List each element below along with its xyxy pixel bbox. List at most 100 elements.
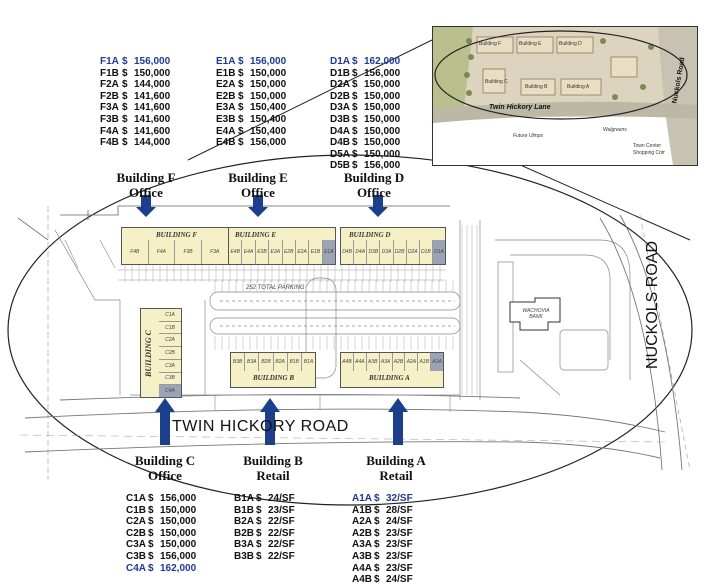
unit-cell-b2a: B2A <box>272 353 287 371</box>
unit-price: 150,400 <box>250 125 287 137</box>
currency-sign: $ <box>238 113 244 125</box>
unit-id: B2A <box>234 516 255 528</box>
unit-id: D2A <box>330 79 351 91</box>
bank-label: WACHOVIA BANK <box>522 308 550 320</box>
unit-cell-b2b: B2B <box>258 353 272 371</box>
unit-cell-a4a: A4A <box>352 353 366 371</box>
price-row-c1a: C1A$156,000 <box>126 493 200 505</box>
price-row-e3a: E3A$150,400 <box>216 102 290 114</box>
inset-future-ulmps: Future Ulmps <box>513 133 544 139</box>
unit-price: 156,000 <box>364 160 401 172</box>
currency-sign: $ <box>352 160 358 172</box>
unit-id: D5A <box>330 148 351 160</box>
price-row-e2a: E2A$150,000 <box>216 79 290 91</box>
unit-id: A4B <box>352 574 373 586</box>
currency-sign: $ <box>148 516 154 528</box>
unit-price: 162,000 <box>160 562 197 574</box>
currency-sign: $ <box>256 527 262 539</box>
price-row-d4a: D4A$150,000 <box>330 126 404 138</box>
currency-sign: $ <box>352 148 358 160</box>
price-row-d3a: D3A$150,000 <box>330 102 404 114</box>
price-row-c2a: C2A$150,000 <box>126 516 200 528</box>
inset-twin-hickory-lane: Twin Hickory Lane <box>489 104 551 111</box>
price-row-b2a: B2A$22/SF <box>234 516 308 528</box>
unit-price: 150,000 <box>364 90 401 102</box>
price-row-f2a: F2A$144,000 <box>100 79 174 91</box>
unit-id: C1B <box>126 504 147 516</box>
currency-sign: $ <box>352 67 358 79</box>
unit-cell-e3a: E3A <box>268 240 281 264</box>
unit-cell-f3a: F3A <box>200 240 228 264</box>
unit-id: E2A <box>216 79 236 91</box>
inset-label-building-d: Building D <box>559 41 582 47</box>
price-row-f3a: F3A$141,600 <box>100 102 174 114</box>
unit-price: 150,400 <box>250 102 287 114</box>
price-row-c4a: C4A$162,000 <box>126 563 200 575</box>
unit-id: E2B <box>216 90 236 102</box>
building-d-name: BUILDING D <box>349 231 391 239</box>
unit-price: 141,600 <box>134 113 171 125</box>
unit-id: B2B <box>234 527 255 539</box>
currency-sign: $ <box>374 539 380 551</box>
unit-id: B3B <box>234 550 255 562</box>
unit-id: C3B <box>126 550 147 562</box>
price-row-b3a: B3A$22/SF <box>234 539 308 551</box>
inset-label-building-a: Building A <box>567 84 590 90</box>
unit-id: C2A <box>126 516 147 528</box>
unit-id: D3A <box>330 102 351 114</box>
unit-price: 150,000 <box>364 79 401 91</box>
price-row-f4a: F4A$141,600 <box>100 126 174 138</box>
unit-id: D5B <box>330 160 351 172</box>
unit-cell-d1a: D1A <box>431 240 445 264</box>
unit-cell-b3a: B3A <box>244 353 258 371</box>
price-row-a4a: A4A$23/SF <box>352 563 426 575</box>
unit-id: D4A <box>330 125 351 137</box>
price-row-e1b: E1B$150,000 <box>216 68 290 80</box>
unit-id: A2B <box>352 527 373 539</box>
unit-id: F1A <box>100 56 119 67</box>
building-b-name: BUILDING B <box>253 374 295 382</box>
price-row-a1a: A1A$32/SF <box>352 493 426 505</box>
unit-cell-c1a: C1A <box>165 311 175 318</box>
currency-sign: $ <box>238 102 244 114</box>
unit-id: F2B <box>100 90 119 102</box>
unit-cell-e1a: E1A <box>321 240 335 264</box>
currency-sign: $ <box>352 56 358 67</box>
price-row-a2b: A2B$23/SF <box>352 528 426 540</box>
currency-sign: $ <box>122 67 128 79</box>
unit-id: C2B <box>126 527 147 539</box>
unit-id: A3B <box>352 550 373 562</box>
bank-building <box>509 297 561 331</box>
currency-sign: $ <box>122 90 128 102</box>
unit-id: E3A <box>216 102 236 114</box>
unit-id: D1A <box>330 56 351 67</box>
price-row-d2a: D2A$150,000 <box>330 79 404 91</box>
unit-price: 156,000 <box>160 550 197 562</box>
unit-id: E1A <box>216 56 236 67</box>
unit-cell-a2a: A2A <box>404 353 417 371</box>
unit-price: 156,000 <box>134 56 171 67</box>
unit-cell-e2b: E2B <box>281 240 295 264</box>
unit-price: 150,000 <box>250 67 287 79</box>
price-row-e2b: E2B$150,000 <box>216 91 290 103</box>
price-row-d1b: D1B$156,000 <box>330 68 404 80</box>
unit-cell-e4b: E4B <box>230 249 240 255</box>
price-row-f4b: F4B$144,000 <box>100 137 174 149</box>
currency-sign: $ <box>238 56 244 67</box>
price-row-d2b: D2B$150,000 <box>330 91 404 103</box>
price-row-d3b: D3B$150,000 <box>330 114 404 126</box>
unit-id: D1B <box>330 67 351 79</box>
unit-cell-d3b: D3B <box>366 240 379 264</box>
unit-cell-c4a: C4A <box>159 384 181 398</box>
currency-sign: $ <box>238 90 244 102</box>
